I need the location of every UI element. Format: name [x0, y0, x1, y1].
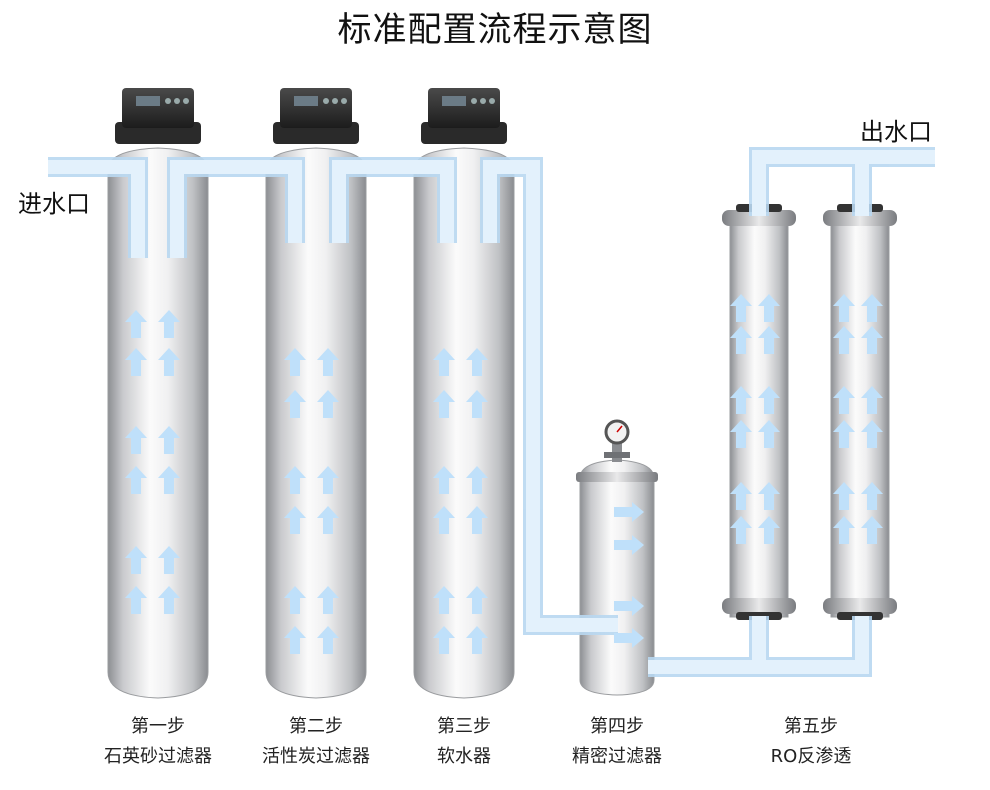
- flow-arrow-up-icon: [758, 516, 780, 544]
- flow-arrow-up-icon: [861, 326, 883, 354]
- water-pipe: [48, 147, 935, 677]
- flow-arrow-up-icon: [758, 420, 780, 448]
- flow-arrow-up-icon: [284, 390, 306, 418]
- flow-arrow-up-icon: [730, 326, 752, 354]
- stage-5-label: 第五步 RO反渗透: [726, 712, 896, 772]
- flow-arrow-up-icon: [158, 466, 180, 494]
- flow-arrow-up-icon: [284, 626, 306, 654]
- flow-arrow-right-icon: [614, 596, 644, 616]
- flow-arrow-up-icon: [466, 348, 488, 376]
- flow-arrow-up-icon: [861, 516, 883, 544]
- stage-step: 第二步: [289, 716, 343, 737]
- flow-arrow-up-icon: [433, 586, 455, 614]
- flow-arrow-up-icon: [317, 586, 339, 614]
- flow-arrow-up-icon: [861, 294, 883, 322]
- flow-arrow-up-icon: [433, 348, 455, 376]
- flow-arrow-up-icon: [758, 326, 780, 354]
- flow-arrow-up-icon: [125, 310, 147, 338]
- flow-arrow-up-icon: [833, 482, 855, 510]
- flow-arrow-up-icon: [730, 386, 752, 414]
- flow-arrow-up-icon: [158, 586, 180, 614]
- flow-arrow-up-icon: [284, 466, 306, 494]
- tank-quartz-sand-filter: [107, 147, 209, 699]
- flow-arrow-up-icon: [833, 420, 855, 448]
- flow-arrow-up-icon: [466, 626, 488, 654]
- flow-arrows: [125, 294, 883, 654]
- flow-arrow-up-icon: [317, 390, 339, 418]
- flow-arrow-up-icon: [466, 506, 488, 534]
- stage-name: 活性炭过滤器: [262, 746, 370, 767]
- flow-arrow-up-icon: [833, 326, 855, 354]
- flow-arrow-up-icon: [125, 546, 147, 574]
- flow-arrow-up-icon: [466, 586, 488, 614]
- flow-arrow-up-icon: [284, 586, 306, 614]
- flow-arrow-up-icon: [758, 386, 780, 414]
- flow-arrow-right-icon: [614, 502, 644, 522]
- ro-membrane-housing: [823, 204, 897, 620]
- flow-arrow-up-icon: [125, 426, 147, 454]
- flow-arrow-up-icon: [158, 546, 180, 574]
- flow-arrow-up-icon: [317, 466, 339, 494]
- flow-arrow-up-icon: [433, 626, 455, 654]
- stage-step: 第三步: [437, 716, 491, 737]
- flow-arrow-up-icon: [833, 516, 855, 544]
- outlet-label: 出水口: [860, 118, 932, 146]
- tank-precision-filter: [576, 459, 658, 696]
- flow-arrow-up-icon: [158, 310, 180, 338]
- flow-arrow-up-icon: [758, 294, 780, 322]
- stage-name: 石英砂过滤器: [104, 746, 212, 767]
- stage-name: 精密过滤器: [572, 746, 662, 767]
- flow-arrow-up-icon: [125, 466, 147, 494]
- flow-arrow-up-icon: [730, 482, 752, 510]
- flow-arrow-up-icon: [758, 482, 780, 510]
- flow-arrow-up-icon: [284, 348, 306, 376]
- flow-arrow-up-icon: [861, 386, 883, 414]
- stage-1-label: 第一步 石英砂过滤器: [73, 712, 243, 772]
- flow-arrow-up-icon: [861, 420, 883, 448]
- flow-arrow-up-icon: [158, 426, 180, 454]
- flow-arrow-up-icon: [730, 294, 752, 322]
- stage-step: 第四步: [590, 716, 644, 737]
- flow-arrow-right-icon: [614, 628, 644, 648]
- flow-arrow-up-icon: [730, 420, 752, 448]
- ro-membrane-housing: [722, 204, 796, 620]
- control-valve: [273, 88, 359, 144]
- stage-4-label: 第四步 精密过滤器: [532, 712, 702, 772]
- stage-step: 第一步: [131, 716, 185, 737]
- flow-arrow-up-icon: [317, 348, 339, 376]
- flow-arrow-up-icon: [861, 482, 883, 510]
- tank-water-softener: [413, 147, 515, 699]
- flow-arrow-up-icon: [284, 506, 306, 534]
- flow-arrow-right-icon: [614, 535, 644, 555]
- flow-arrow-up-icon: [317, 506, 339, 534]
- stage-2-label: 第二步 活性炭过滤器: [231, 712, 401, 772]
- flow-arrow-up-icon: [433, 466, 455, 494]
- control-valve: [115, 88, 201, 144]
- flow-arrow-up-icon: [433, 506, 455, 534]
- control-valve: [421, 88, 507, 144]
- flow-arrow-up-icon: [125, 586, 147, 614]
- flow-arrow-up-icon: [466, 466, 488, 494]
- flow-arrow-up-icon: [158, 348, 180, 376]
- stage-step: 第五步: [784, 716, 838, 737]
- flow-arrow-up-icon: [730, 516, 752, 544]
- stage-name: 软水器: [437, 746, 491, 767]
- flow-arrow-up-icon: [125, 348, 147, 376]
- flow-arrow-up-icon: [833, 386, 855, 414]
- flow-arrow-up-icon: [466, 390, 488, 418]
- flow-arrow-up-icon: [433, 390, 455, 418]
- inlet-label: 进水口: [18, 190, 90, 218]
- flow-arrow-up-icon: [317, 626, 339, 654]
- pressure-gauge-icon: [604, 419, 630, 462]
- stage-3-label: 第三步 软水器: [379, 712, 549, 772]
- stage-name: RO反渗透: [770, 746, 852, 767]
- flow-arrow-up-icon: [833, 294, 855, 322]
- diagram-title: 标准配置流程示意图: [337, 10, 653, 50]
- tank-activated-carbon-filter: [265, 147, 367, 699]
